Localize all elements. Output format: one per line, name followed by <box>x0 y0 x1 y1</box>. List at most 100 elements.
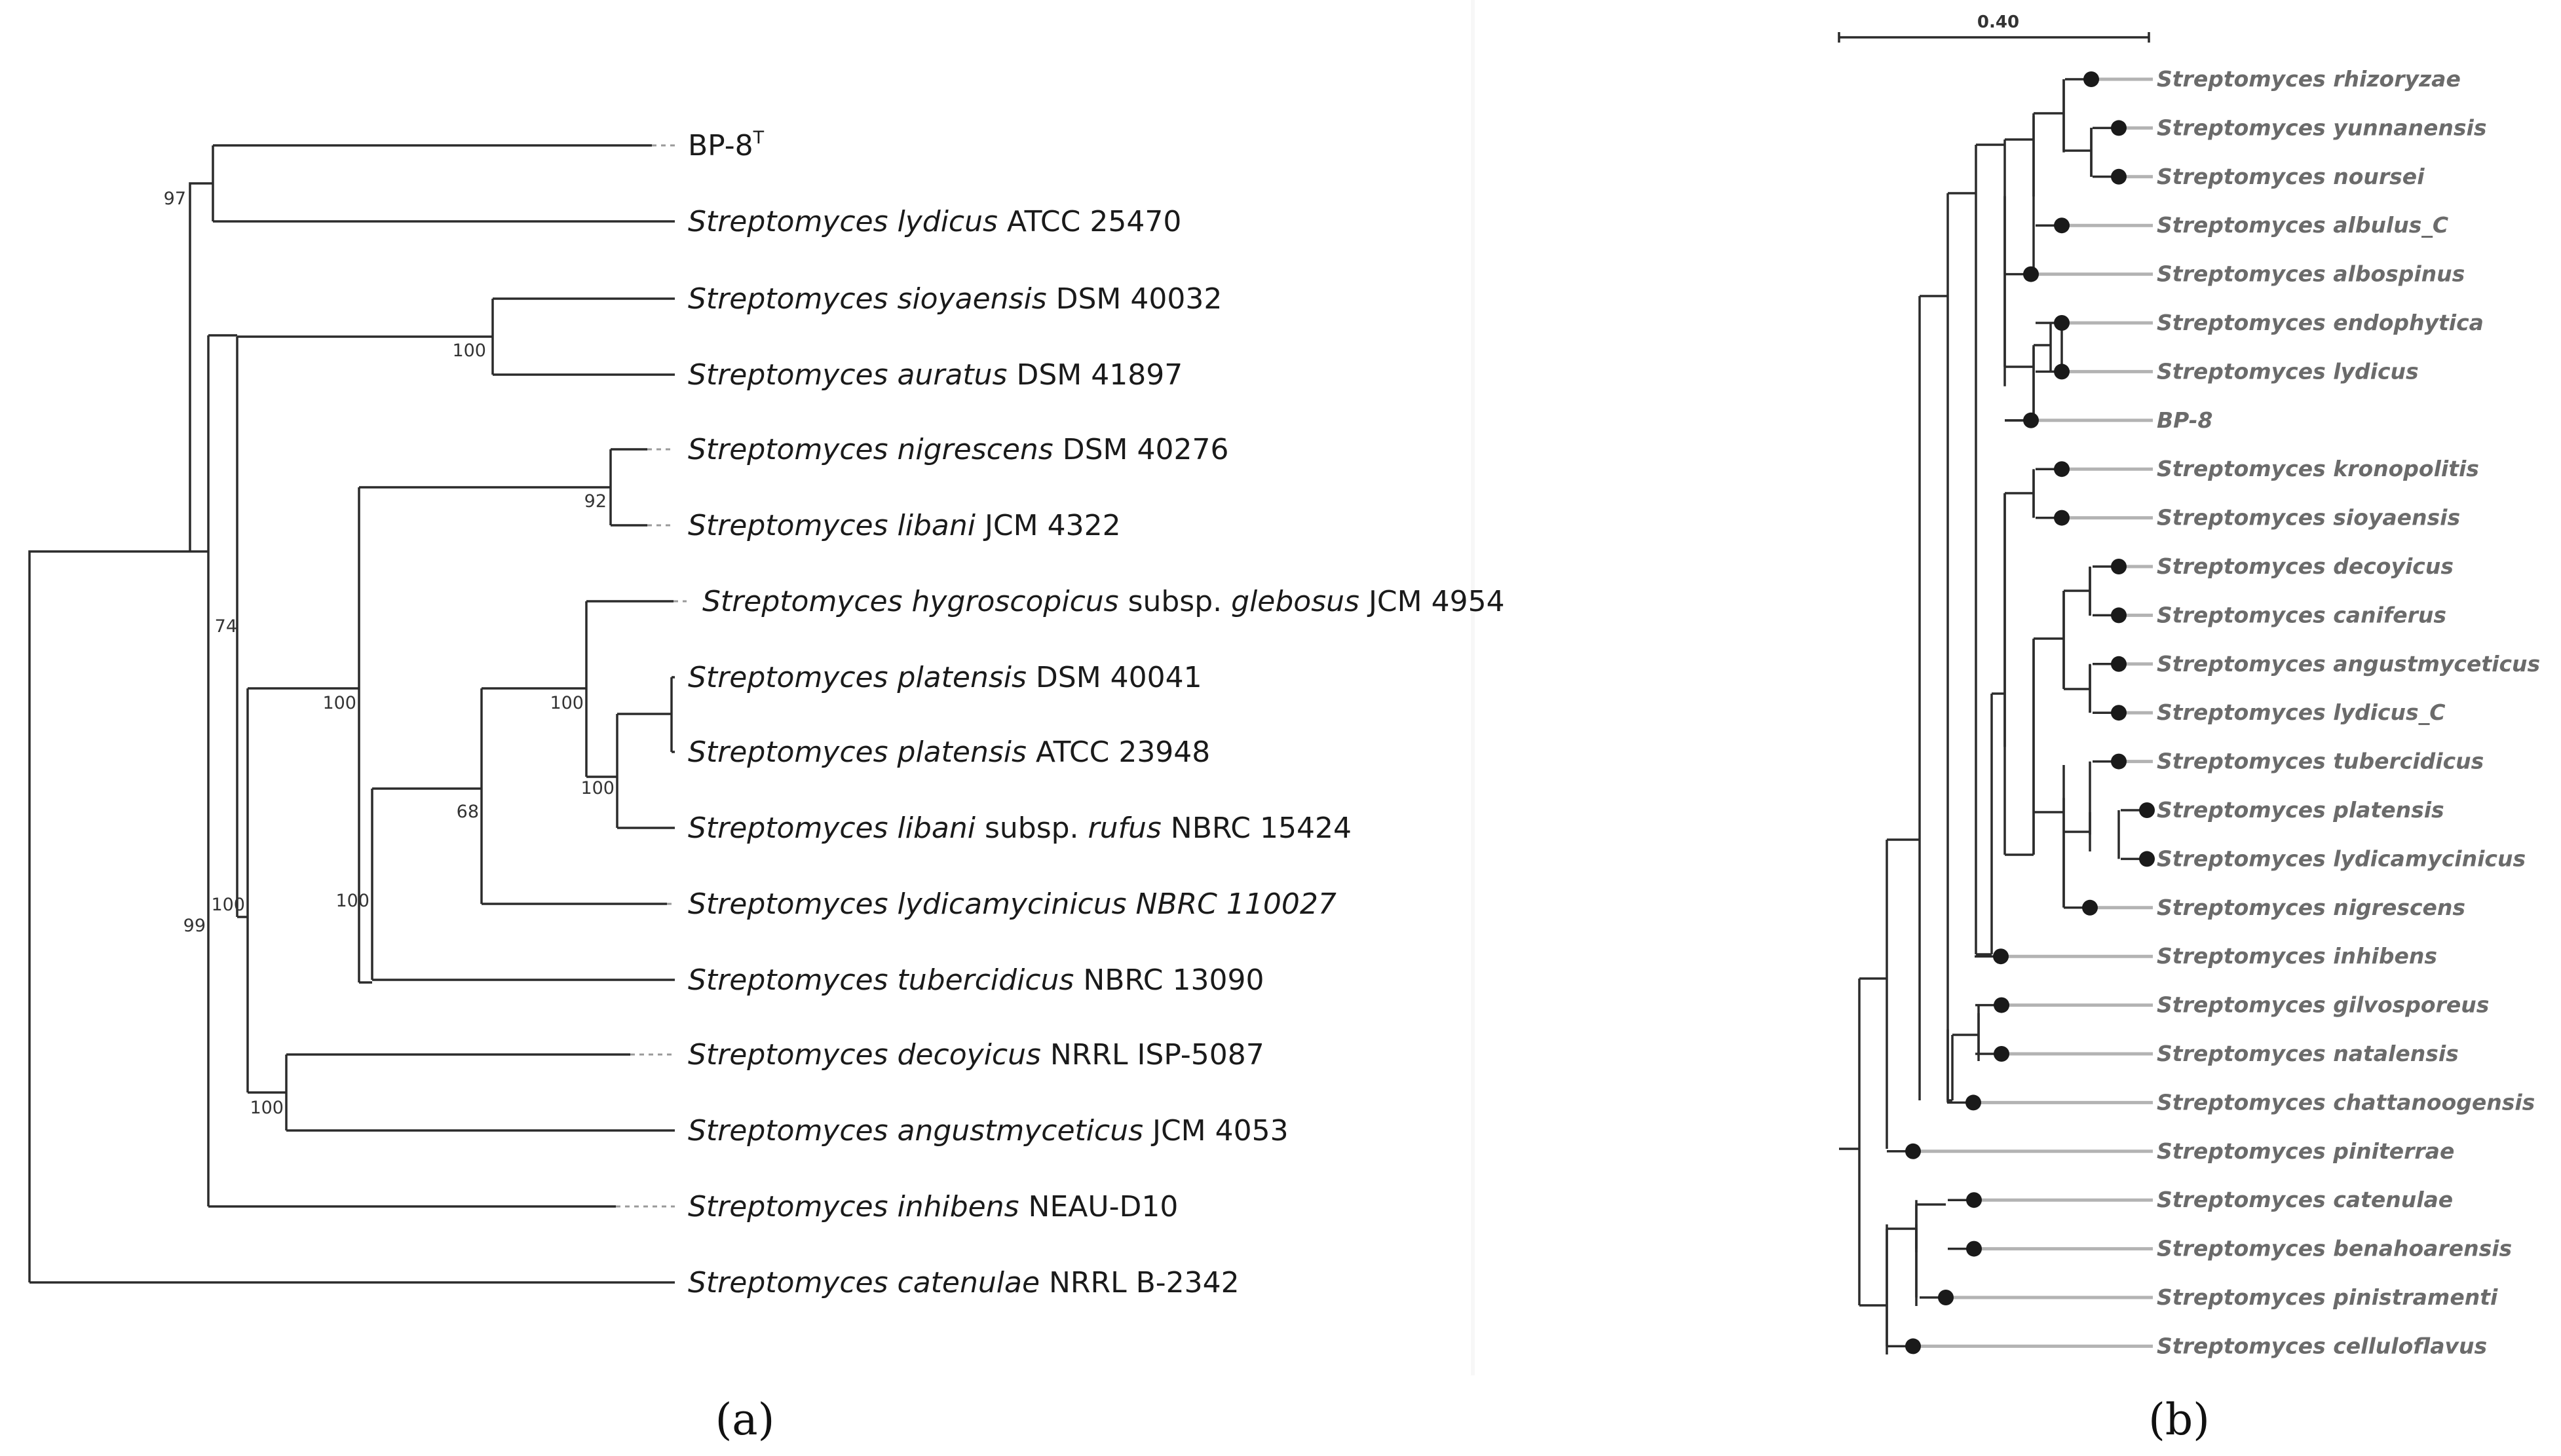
tip-node <box>1966 1241 1982 1257</box>
taxon-label-decoy: Streptomyces decoyicus NRRL ISP-5087 <box>688 1038 1264 1072</box>
taxon-label-part: NEAU-D10 <box>1019 1190 1179 1223</box>
taxon-label-part: Streptomyces auratus <box>688 358 1007 392</box>
taxon-label-part: JCM 4322 <box>976 509 1121 542</box>
taxon-label: BP-8 <box>2157 407 2212 433</box>
taxon-label: Streptomyces inhibens <box>2157 943 2437 969</box>
tip-node <box>2111 607 2127 624</box>
taxon-label-plat1: Streptomyces platensis DSM 40041 <box>688 661 1202 694</box>
taxon-label: Streptomyces kronopolitis <box>2157 456 2479 481</box>
bootstrap-value: 100 <box>211 895 245 915</box>
taxon-label: Streptomyces angustmyceticus <box>2157 651 2540 677</box>
tip-node <box>2111 120 2127 136</box>
taxon-label: Streptomyces tubercidicus <box>2157 749 2484 774</box>
taxon-label: Streptomyces gilvosporeus <box>2157 992 2489 1018</box>
taxon-label: Streptomyces noursei <box>2157 164 2425 189</box>
tip-node <box>2054 217 2070 234</box>
taxon-label: Streptomyces endophytica <box>2157 310 2484 335</box>
tip-node <box>2054 461 2070 477</box>
taxon-label-part: Streptomyces angustmyceticus <box>688 1114 1143 1148</box>
bootstrap-value: 97 <box>164 189 186 209</box>
taxon-label-part: Streptomyces platensis <box>688 661 1027 694</box>
branch <box>28 550 190 1282</box>
tip-node <box>2023 412 2039 428</box>
tip-node <box>2054 364 2070 380</box>
taxon-label-bp8: BP-8T <box>688 128 765 162</box>
taxon-label: Streptomyces benahoarensis <box>2157 1236 2512 1261</box>
taxon-label-part: NRRL B-2342 <box>1040 1266 1240 1299</box>
taxon-label-part: DSM 40276 <box>1053 433 1229 466</box>
bootstrap-value: 74 <box>215 616 237 637</box>
taxon-label-part: Streptomyces inhibens <box>688 1190 1019 1223</box>
taxon-label-part: Streptomyces hygroscopicus <box>702 585 1119 618</box>
taxon-label-part: ATCC 23948 <box>1027 736 1210 769</box>
taxon-label-part: T <box>753 128 765 148</box>
tip-node <box>1994 1046 2009 1062</box>
tip-node <box>1965 1094 1981 1111</box>
bootstrap-value: 100 <box>550 693 584 713</box>
taxon-label-libani: Streptomyces libani JCM 4322 <box>688 509 1121 542</box>
taxon-label-part: JCM 4954 <box>1359 585 1505 618</box>
taxon-label: Streptomyces decoyicus <box>2157 553 2454 579</box>
taxon-label-part: NRRL ISP-5087 <box>1041 1038 1264 1072</box>
tip-node <box>2139 851 2155 867</box>
taxon-label: Streptomyces chattanoogensis <box>2157 1089 2535 1115</box>
taxon-label-part: ATCC 25470 <box>998 205 1181 238</box>
scale-bar-label: 0.40 <box>1977 12 2019 32</box>
tip-node <box>2023 266 2039 282</box>
taxon-label-part: Streptomyces libani <box>688 812 976 845</box>
taxon-label-part: subsp. <box>976 812 1088 845</box>
tip-node <box>2111 656 2127 672</box>
taxon-label: Streptomyces celluloflavus <box>2157 1333 2487 1358</box>
panel-divider <box>1471 0 1475 1375</box>
taxon-label: Streptomyces nigrescens <box>2157 895 2465 920</box>
taxon-label-part: subsp. <box>1119 585 1232 618</box>
taxon-label: Streptomyces catenulae <box>2157 1187 2453 1212</box>
taxon-label-hygro: Streptomyces hygroscopicus subsp. glebos… <box>702 585 1505 618</box>
tip-node <box>2111 753 2127 770</box>
taxon-label-inhib: Streptomyces inhibens NEAU-D10 <box>688 1190 1178 1223</box>
tip-node <box>2139 802 2155 818</box>
tip-node <box>1993 948 2009 965</box>
tip-node <box>1905 1143 1921 1159</box>
taxon-label-auratus: Streptomyces auratus DSM 41897 <box>688 358 1183 392</box>
tip-node <box>1938 1290 1954 1305</box>
taxon-label: Streptomyces yunnanensis <box>2157 115 2486 140</box>
bootstrap-value: 99 <box>183 916 206 936</box>
taxon-label-part: Streptomyces lydicus <box>688 205 998 238</box>
bootstrap-value: 100 <box>452 341 486 361</box>
taxon-label-part: Streptomyces nigrescens <box>688 433 1053 466</box>
taxon-label: Streptomyces lydicus <box>2157 358 2419 384</box>
taxon-label-part: BP-8 <box>688 129 753 162</box>
taxon-label-part: Streptomyces sioyaensis <box>688 282 1047 316</box>
taxon-label-caten: Streptomyces catenulae NRRL B-2342 <box>688 1266 1240 1299</box>
tip-node <box>2111 705 2127 721</box>
taxon-label-lydicamy: Streptomyces lydicamycinicus NBRC 110027 <box>688 887 1337 921</box>
taxon-label-part: Streptomyces libani <box>688 509 976 542</box>
taxon-label: Streptomyces lydicamycinicus <box>2157 846 2526 871</box>
taxon-label-part: Streptomyces lydicamycinicus NBRC 110027 <box>688 887 1337 921</box>
taxon-label: Streptomyces lydicus_C <box>2157 700 2445 725</box>
taxon-label-tuberc: Streptomyces tubercidicus NBRC 13090 <box>688 963 1264 997</box>
taxon-label-rufus: Streptomyces libani subsp. rufus NBRC 15… <box>688 812 1352 845</box>
taxon-label-part: glebosus <box>1231 585 1359 618</box>
taxon-label-part: Streptomyces decoyicus <box>688 1038 1041 1072</box>
branch <box>189 182 213 551</box>
taxon-label: Streptomyces albulus_C <box>2157 212 2448 238</box>
taxon-label-part: JCM 4053 <box>1143 1114 1289 1148</box>
taxon-label-part: DSM 40032 <box>1047 282 1223 316</box>
taxon-label-lydicus: Streptomyces lydicus ATCC 25470 <box>688 205 1181 238</box>
taxon-label-part: DSM 40041 <box>1027 661 1202 694</box>
taxon-label-part: NBRC 13090 <box>1074 963 1264 997</box>
panel-b-caption: (b) <box>2148 1394 2210 1445</box>
tip-node <box>1905 1338 1921 1354</box>
tip-node <box>2111 168 2127 185</box>
tip-node <box>2083 71 2099 87</box>
tip-node <box>2054 315 2070 331</box>
taxon-label-part: Streptomyces tubercidicus <box>688 963 1074 997</box>
taxon-label-part: Streptomyces platensis <box>688 736 1027 769</box>
taxon-label: Streptomyces piniterrae <box>2157 1138 2454 1164</box>
taxon-label-angust: Streptomyces angustmyceticus JCM 4053 <box>688 1114 1289 1148</box>
